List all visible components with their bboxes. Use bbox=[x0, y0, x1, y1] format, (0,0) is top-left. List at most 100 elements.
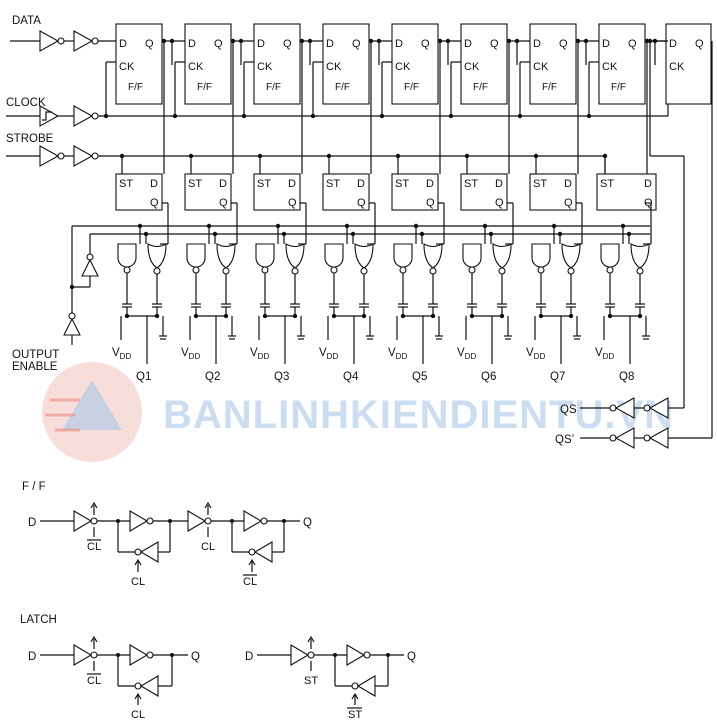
svg-text:CK: CK bbox=[326, 61, 342, 73]
svg-text:D: D bbox=[357, 178, 365, 190]
ff-detail-cl-bar-1: CL bbox=[87, 541, 101, 553]
latch-detail-cl: CL bbox=[131, 709, 145, 721]
svg-text:Q: Q bbox=[421, 38, 430, 50]
svg-text:Q: Q bbox=[150, 197, 159, 209]
stage-2: D Q CK F/F ST D Q bbox=[184, 23, 232, 211]
watermark-logo-icon bbox=[42, 362, 142, 462]
svg-text:CK: CK bbox=[464, 61, 480, 73]
output-enable-buffer bbox=[63, 225, 650, 345]
latch-detail: LATCH D CL Q CL D ST bbox=[20, 614, 416, 721]
latch-5 bbox=[391, 173, 439, 211]
output-label-q3: Q3 bbox=[274, 371, 289, 383]
svg-text:D: D bbox=[564, 178, 572, 190]
latch-6 bbox=[460, 173, 508, 211]
ff-detail-cl-1: CL bbox=[131, 576, 145, 588]
svg-text:D: D bbox=[669, 38, 677, 50]
svg-text:CK: CK bbox=[602, 61, 618, 73]
output-label-q2: Q2 bbox=[205, 371, 220, 383]
svg-text:D: D bbox=[119, 38, 127, 50]
vdd-label-3: VDD bbox=[250, 347, 269, 361]
svg-text:D: D bbox=[464, 38, 472, 50]
flip-flop-3 bbox=[253, 23, 301, 105]
latch-detail-d-2: D bbox=[245, 651, 253, 663]
svg-text:F/F: F/F bbox=[404, 82, 419, 93]
stage-7: D Q CK F/F ST D Q bbox=[529, 23, 577, 211]
vdd-label-6: VDD bbox=[457, 347, 476, 361]
vdd-label-4: VDD bbox=[319, 347, 338, 361]
latch-detail-title: LATCH bbox=[20, 614, 57, 626]
svg-text:D: D bbox=[326, 38, 334, 50]
output-enable-label-line1: OUTPUT bbox=[12, 349, 59, 361]
svg-text:ST: ST bbox=[464, 178, 478, 190]
watermark: BANLINHKIENDIENTU.VN bbox=[42, 362, 674, 462]
latch-detail-cl-bar: CL bbox=[87, 675, 101, 687]
qs-prime-label: QS’ bbox=[555, 434, 574, 446]
output-labels: Q1 Q2 Q3 Q4 Q5 Q6 Q7 Q8 bbox=[136, 371, 634, 383]
svg-text:CK: CK bbox=[257, 61, 273, 73]
svg-text:ST: ST bbox=[600, 178, 614, 190]
svg-text:F/F: F/F bbox=[266, 82, 281, 93]
latch-8 bbox=[596, 173, 657, 211]
svg-text:Q: Q bbox=[426, 197, 435, 209]
watermark-text: BANLINHKIENDIENTU.VN bbox=[163, 393, 674, 437]
flip-flop-4 bbox=[322, 23, 370, 105]
svg-text:F/F: F/F bbox=[197, 82, 212, 93]
strobe-buffer bbox=[6, 145, 606, 174]
svg-text:D: D bbox=[395, 38, 403, 50]
stage-5: D Q CK F/F ST D Q bbox=[391, 23, 439, 211]
output-label-q7: Q7 bbox=[550, 371, 565, 383]
serial-outputs: QS QS’ bbox=[555, 41, 713, 449]
svg-text:D: D bbox=[150, 178, 158, 190]
svg-text:CK: CK bbox=[669, 61, 685, 73]
svg-text:F/F: F/F bbox=[542, 82, 557, 93]
ff-detail: F / F D CL CL CL Q bbox=[22, 481, 312, 588]
ff-detail-cl-bar-2: CL bbox=[243, 576, 257, 588]
latch-detail-d-1: D bbox=[28, 651, 36, 663]
latch-detail-st: ST bbox=[304, 675, 318, 687]
flip-flop-8 bbox=[598, 23, 646, 105]
svg-text:Q: Q bbox=[288, 197, 297, 209]
clock-input-label: CLOCK bbox=[6, 97, 46, 109]
svg-text:F/F: F/F bbox=[128, 82, 143, 93]
latch-detail-q-2: Q bbox=[407, 651, 416, 663]
strobe-input-label: STROBE bbox=[6, 133, 54, 145]
svg-text:D: D bbox=[602, 38, 610, 50]
output-label-q4: Q4 bbox=[343, 371, 359, 383]
wiring bbox=[103, 38, 684, 364]
vdd-labels: VDD VDD VDD VDD VDD VDD VDD VDD bbox=[112, 347, 614, 361]
svg-text:ST: ST bbox=[395, 178, 409, 190]
svg-text:D: D bbox=[257, 38, 265, 50]
stage-9-ff: D Q CK bbox=[665, 23, 712, 105]
stage-6: D Q CK F/F ST D Q bbox=[460, 23, 508, 211]
data-input-label: DATA bbox=[12, 15, 41, 27]
svg-text:Q: Q bbox=[695, 38, 704, 50]
svg-text:ST: ST bbox=[257, 178, 271, 190]
output-label-q5: Q5 bbox=[412, 371, 427, 383]
flip-flop-2 bbox=[184, 23, 232, 105]
latch-2 bbox=[184, 173, 232, 211]
svg-text:D: D bbox=[495, 178, 503, 190]
svg-text:Q: Q bbox=[352, 38, 361, 50]
output-label-q1: Q1 bbox=[136, 371, 151, 383]
svg-text:D: D bbox=[426, 178, 434, 190]
stage-3: D Q CK F/F ST D Q bbox=[253, 23, 301, 211]
svg-text:D: D bbox=[219, 178, 227, 190]
svg-text:D: D bbox=[288, 178, 296, 190]
svg-text:D: D bbox=[644, 178, 652, 190]
output-enable-label-line2: ENABLE bbox=[12, 361, 58, 373]
svg-text:CK: CK bbox=[188, 61, 204, 73]
svg-text:ST: ST bbox=[188, 178, 202, 190]
stage-8: D Q CK F/F ST D Q bbox=[596, 23, 657, 211]
ff-detail-d: D bbox=[28, 517, 36, 529]
svg-text:CK: CK bbox=[119, 61, 135, 73]
flip-flop-9 bbox=[665, 23, 712, 105]
ff-detail-q: Q bbox=[303, 517, 312, 529]
svg-text:F/F: F/F bbox=[473, 82, 488, 93]
latch-detail-st-bar: ST bbox=[348, 709, 362, 721]
ff-detail-title: F / F bbox=[22, 481, 46, 493]
svg-text:Q: Q bbox=[559, 38, 568, 50]
svg-text:CK: CK bbox=[395, 61, 411, 73]
stage-4: D Q CK F/F ST D Q bbox=[322, 23, 370, 211]
svg-text:Q: Q bbox=[564, 197, 573, 209]
